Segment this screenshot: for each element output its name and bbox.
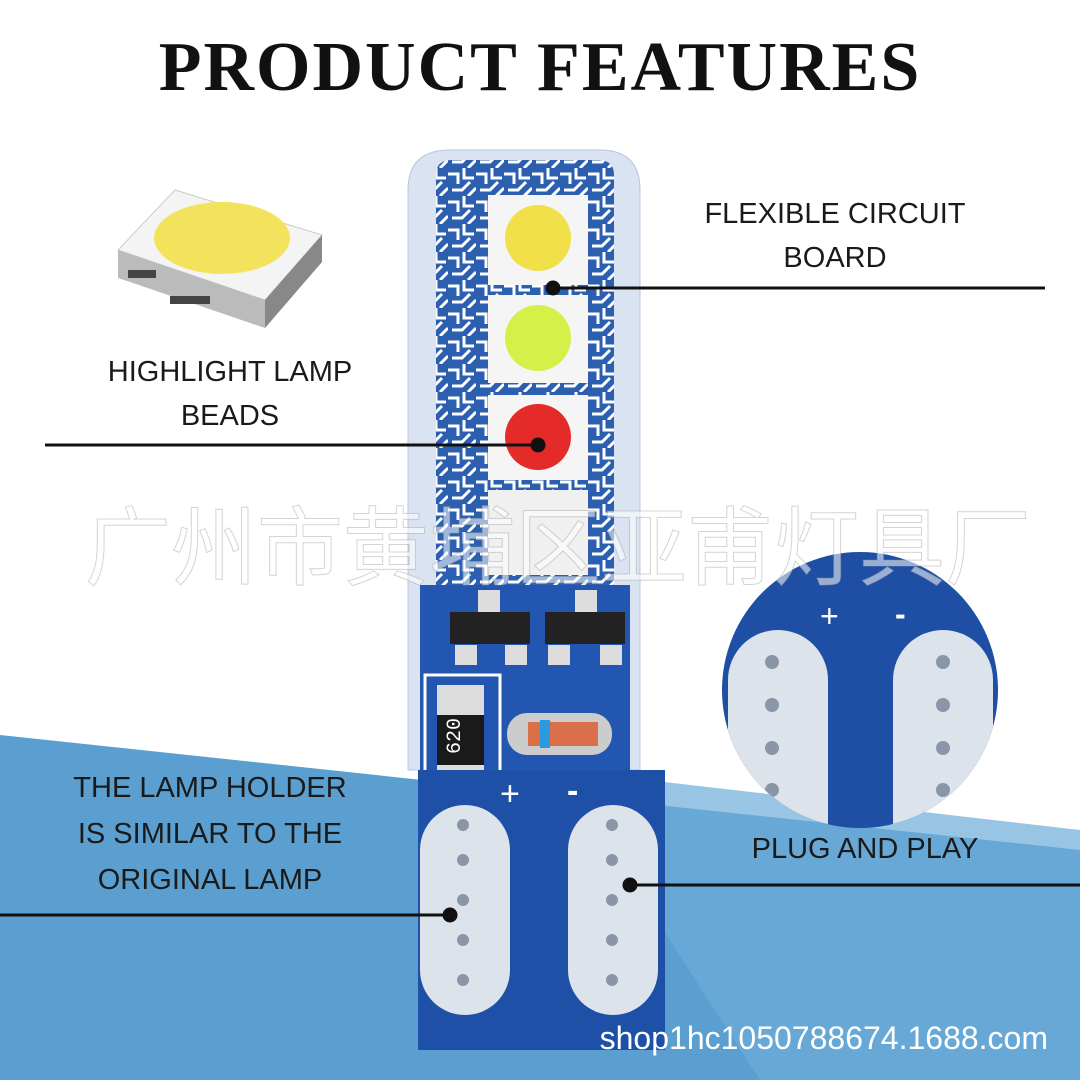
smd-led-bead-icon (117, 189, 323, 328)
label-line: HIGHLIGHT LAMP (107, 356, 353, 388)
label-line: BEADS (180, 400, 280, 432)
shop-url: shop1hc1050788674.1688.com (599, 1020, 1048, 1056)
label-lamp-holder: THE LAMP HOLDER IS SIMILAR TO THE ORIGIN… (40, 765, 380, 903)
t10-led-bulb (407, 149, 665, 1050)
label-line: ORIGINAL LAMP (97, 864, 323, 896)
callout-lines (0, 280, 1080, 923)
magnifier-minus: - (895, 596, 906, 632)
magnifier-plus: + (820, 598, 839, 634)
resistor-code: 620 (444, 717, 467, 754)
label-line: THE LAMP HOLDER (73, 772, 347, 804)
label-line: FLEXIBLE CIRCUIT (704, 198, 966, 230)
label-line: IS SIMILAR TO THE (77, 818, 343, 850)
polarity-minus: - (567, 772, 579, 810)
polarity-plus: + (500, 775, 520, 813)
label-flexible-circuit-board: FLEXIBLE CIRCUIT BOARD (680, 192, 990, 280)
label-plug-and-play: PLUG AND PLAY (751, 833, 979, 865)
background-light-band (560, 770, 1080, 1080)
page-title: PRODUCT FEATURES (158, 29, 922, 106)
label-highlight-lamp-beads: HIGHLIGHT LAMP BEADS (70, 350, 390, 438)
watermark: 广州市黄埔区亚甫灯具厂 (85, 501, 1032, 597)
label-line: BOARD (783, 242, 887, 274)
